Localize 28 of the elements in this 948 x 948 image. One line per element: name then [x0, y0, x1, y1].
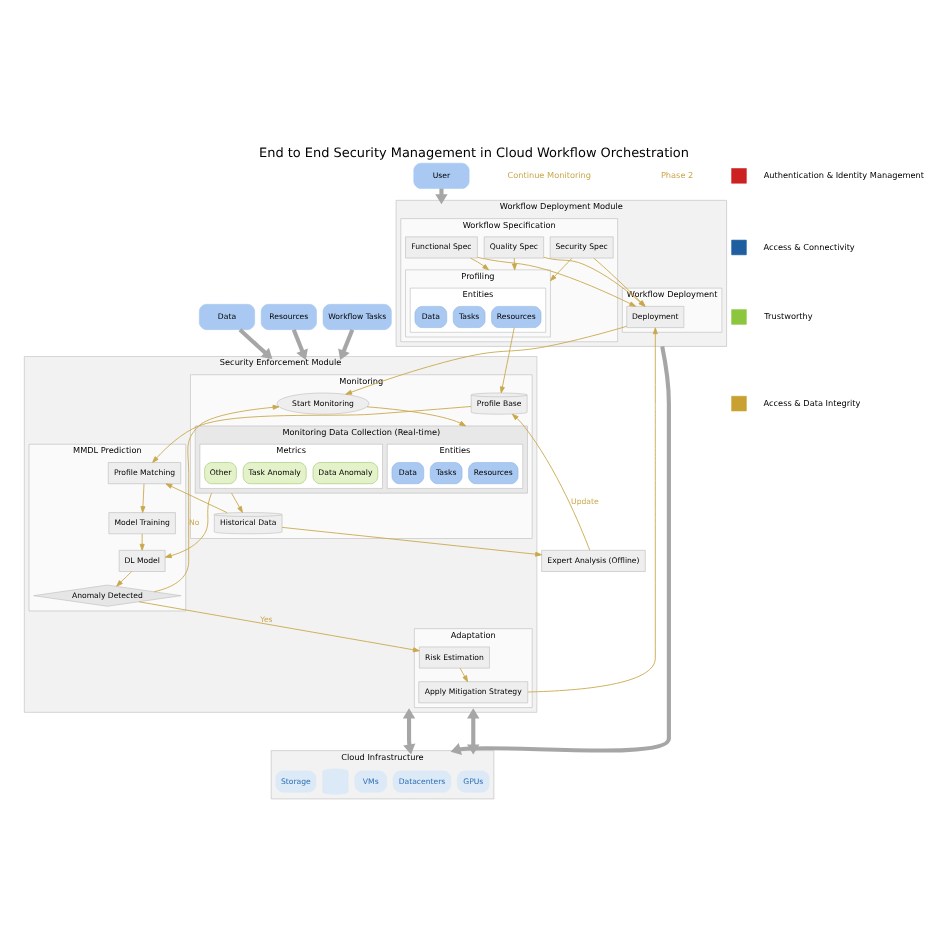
arrow [138, 601, 420, 653]
arrow [139, 533, 145, 551]
arrow [165, 483, 228, 514]
arrow [467, 708, 480, 755]
arrow [366, 406, 467, 427]
arrow [291, 329, 308, 361]
arrow [470, 257, 489, 271]
arrow [450, 346, 671, 755]
arrow [511, 413, 591, 551]
arrow [499, 327, 515, 394]
arrow [116, 571, 133, 587]
arrow [593, 257, 646, 307]
arrow [338, 329, 355, 361]
arrow [152, 406, 472, 463]
arrow [345, 325, 628, 395]
arrow [402, 708, 416, 755]
arrow [550, 257, 573, 282]
arrow [459, 667, 469, 683]
arrow [527, 327, 658, 693]
arrow [164, 492, 212, 559]
arrow [231, 492, 243, 513]
arrow [281, 526, 542, 557]
arrow [238, 328, 273, 360]
arrow [511, 257, 517, 271]
arrow [477, 256, 637, 307]
arrow [140, 483, 146, 513]
arrow [543, 256, 646, 307]
arrow [153, 404, 280, 593]
